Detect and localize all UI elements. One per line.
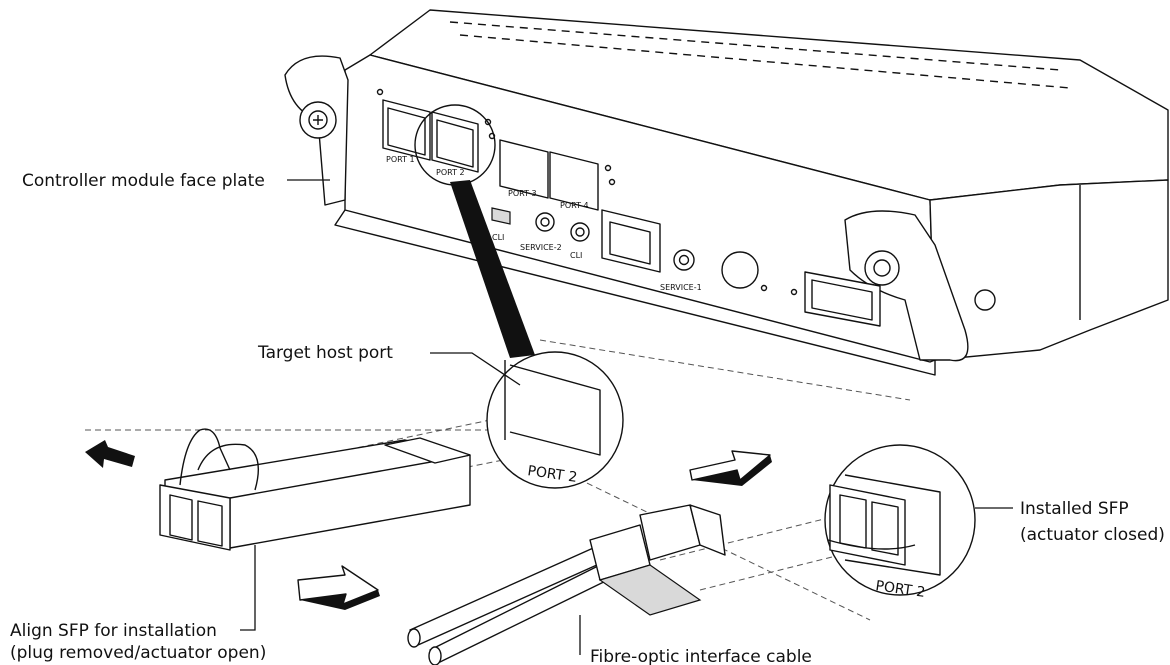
insert-arrow-cable bbox=[689, 450, 772, 486]
callout-align-line2: (plug removed/actuator open) bbox=[10, 643, 266, 663]
sfp-transceiver bbox=[159, 428, 471, 551]
vent-slots bbox=[449, 21, 1071, 89]
callout-leaders bbox=[240, 179, 1013, 655]
panel-cli-b-label: CLI bbox=[570, 251, 582, 260]
callout-faceplate: Controller module face plate bbox=[22, 171, 265, 191]
cli-serial-jack bbox=[570, 222, 590, 242]
target-port-zoom-label: PORT 2 bbox=[526, 463, 578, 486]
insert-arrow-sfp bbox=[297, 565, 380, 610]
controller-module: PORT 1 PORT 2 PORT 3 PORT 4 CLI bbox=[284, 9, 1169, 376]
host-port-2 bbox=[431, 111, 479, 173]
installed-sfp-zoom-label: PORT 2 bbox=[874, 578, 926, 601]
service-2-jack bbox=[535, 212, 555, 232]
zoom-funnel bbox=[450, 180, 535, 358]
cli-usb-port bbox=[491, 207, 511, 225]
panel-port4-label: PORT 4 bbox=[560, 201, 589, 210]
target-port-zoom: PORT 2 bbox=[486, 351, 624, 489]
expansion-port bbox=[804, 271, 881, 327]
callout-target-port: Target host port bbox=[257, 343, 393, 363]
host-port-3 bbox=[499, 139, 549, 199]
service-1-jack bbox=[673, 249, 695, 271]
host-port-4 bbox=[549, 151, 599, 211]
host-port-1 bbox=[382, 99, 431, 161]
panel-port2-label: PORT 2 bbox=[436, 168, 465, 177]
ethernet-port bbox=[601, 209, 661, 273]
panel-cli-a-label: CLI bbox=[492, 233, 504, 242]
right-latch bbox=[844, 210, 996, 362]
fibre-optic-cable bbox=[407, 504, 726, 665]
left-latch bbox=[284, 55, 349, 206]
callout-cable: Fibre-optic interface cable bbox=[590, 647, 812, 665]
status-leds bbox=[376, 88, 798, 296]
callout-installed-line2: (actuator closed) bbox=[1020, 525, 1165, 545]
panel-service2-label: SERVICE-2 bbox=[520, 243, 562, 252]
remove-arrow bbox=[85, 440, 135, 468]
panel-port1-label: PORT 1 bbox=[386, 155, 415, 164]
blank-plug bbox=[721, 251, 759, 289]
callout-align-line1: Align SFP for installation bbox=[10, 621, 217, 641]
callout-installed-line1: Installed SFP bbox=[1020, 499, 1129, 519]
installed-sfp-zoom: PORT 2 bbox=[824, 444, 976, 601]
panel-port3-label: PORT 3 bbox=[508, 189, 537, 198]
panel-service1-label: SERVICE-1 bbox=[660, 283, 702, 292]
